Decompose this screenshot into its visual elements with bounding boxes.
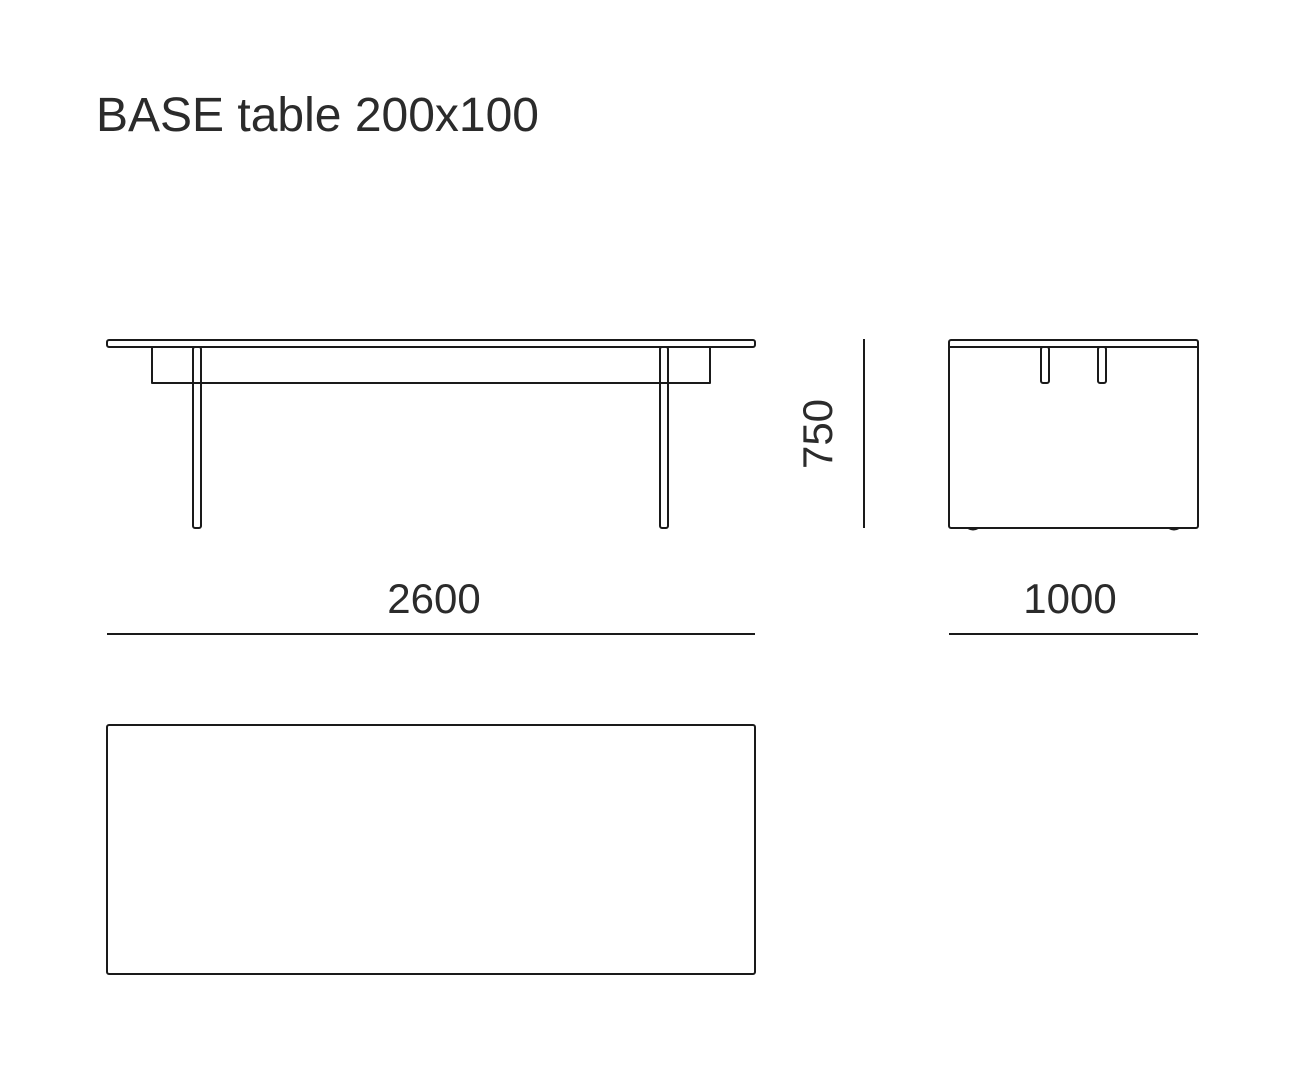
leg-right-front xyxy=(659,346,669,529)
length-dimension-label: 2600 xyxy=(387,575,480,622)
table-side-body xyxy=(948,339,1199,529)
apron-front xyxy=(151,347,711,384)
height-dimension-label: 750 xyxy=(794,399,841,469)
foot-right-side xyxy=(1168,527,1180,531)
foot-left-side xyxy=(967,527,979,531)
table-top-front xyxy=(106,339,756,348)
leg-right-side xyxy=(1097,346,1107,384)
side-elevation-view xyxy=(948,339,1199,531)
leg-left-side xyxy=(1040,346,1050,384)
leg-left-front xyxy=(192,346,202,529)
depth-dimension-label: 1000 xyxy=(1023,575,1116,622)
front-elevation-view xyxy=(106,339,756,529)
plan-view-top xyxy=(106,724,756,975)
page-title: BASE table 200x100 xyxy=(96,89,539,142)
